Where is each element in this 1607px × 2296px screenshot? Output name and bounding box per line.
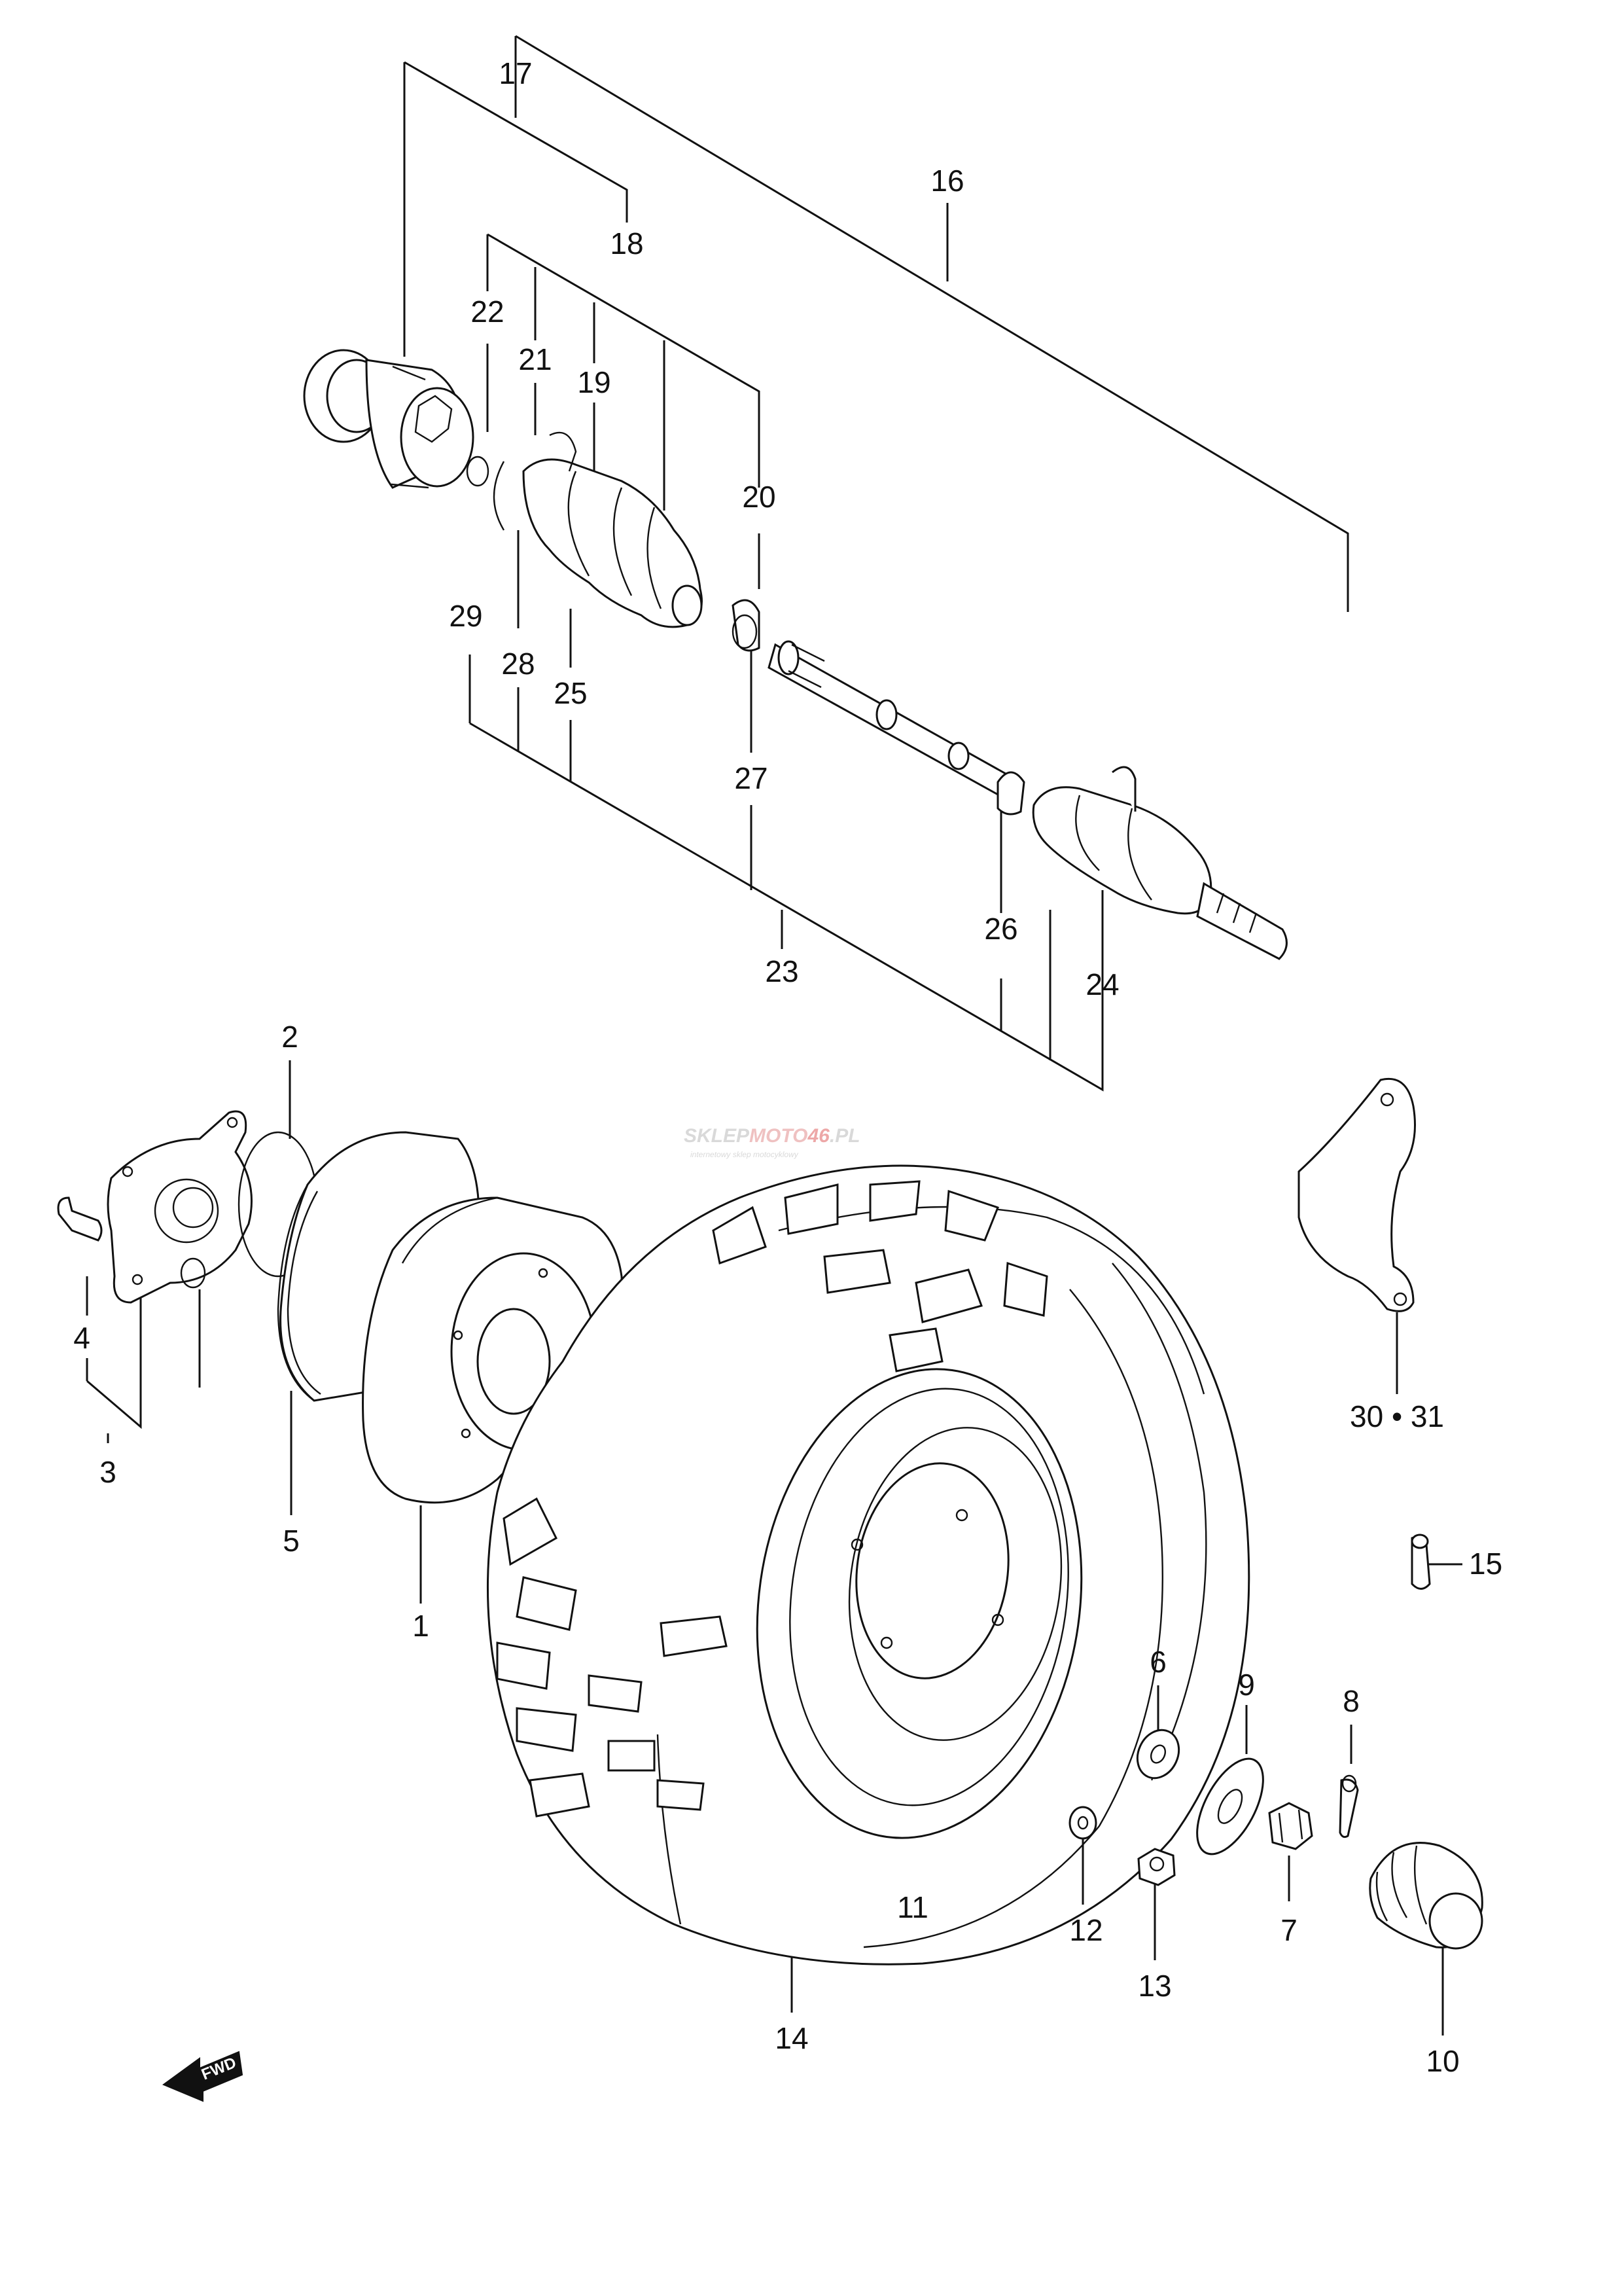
callout-25: 25 <box>554 676 587 710</box>
rim-11 <box>756 1368 1083 1839</box>
washer-9 <box>1196 1757 1264 1856</box>
nut-13 <box>1137 1848 1176 1886</box>
leader-20 <box>487 233 760 488</box>
wheel-tire-assembly <box>486 1164 1250 2013</box>
callout-6: 6 <box>1150 1645 1167 1679</box>
watermark-brand-c: 46 <box>807 1125 830 1147</box>
tread-lug <box>503 1497 557 1566</box>
callout-21: 21 <box>518 342 552 376</box>
drive-shaft-assembly <box>303 35 1349 1092</box>
callout-27: 27 <box>734 761 768 795</box>
watermark-brand-d: .PL <box>830 1125 860 1147</box>
fwd-arrow-icon: FWD <box>162 2051 243 2102</box>
ring-28 <box>493 461 505 531</box>
callout-15: 15 <box>1469 1547 1502 1581</box>
axle-stub <box>1196 882 1288 960</box>
tread-lug <box>496 1641 551 1690</box>
boot-clamp-27 <box>732 599 760 652</box>
tread-lug <box>529 1772 590 1818</box>
callout-5: 5 <box>283 1524 300 1558</box>
callout-30-31: 30 • 31 <box>1350 1399 1444 1433</box>
svg-text:SKLEPMOTO46.PL: SKLEPMOTO46.PL <box>684 1125 860 1147</box>
callout-1: 1 <box>412 1609 429 1643</box>
tread-lug <box>656 1779 705 1811</box>
hub-cap-10 <box>1369 1842 1483 1950</box>
callout-3: 3 <box>99 1455 116 1489</box>
brake-plate-assembly <box>57 1060 623 1604</box>
watermark-brand-a: SKLEP <box>684 1125 750 1147</box>
callout-10: 10 <box>1426 2044 1459 2078</box>
tread-lug <box>869 1180 921 1222</box>
hardware-group <box>1068 1077 1483 2036</box>
watermark-brand-b: MOTO <box>749 1125 807 1147</box>
callout-14: 14 <box>775 2021 808 2055</box>
callout-29: 29 <box>449 599 482 633</box>
watermark: SKLEPMOTO46.PL internetowy sklep motocyk… <box>684 1125 860 1159</box>
valve-stem-15 <box>1411 1534 1431 1590</box>
callout-12: 12 <box>1069 1913 1103 1947</box>
tread-lug <box>712 1206 767 1265</box>
tread-lug <box>784 1183 839 1235</box>
callout-19: 19 <box>577 365 610 399</box>
washer-12 <box>1068 1806 1097 1840</box>
tread-lug <box>823 1249 891 1294</box>
boot-outer <box>1032 766 1212 915</box>
cotter-pin-8 <box>1339 1774 1359 1839</box>
circlip-29 <box>466 456 489 487</box>
callout-11: 11 <box>897 1890 928 1924</box>
callout-9: 9 <box>1238 1668 1255 1702</box>
callout-16: 16 <box>930 164 964 198</box>
washer-6 <box>1136 1729 1180 1780</box>
callout-8: 8 <box>1343 1684 1360 1718</box>
callout-26: 26 <box>984 912 1017 946</box>
leader-3 <box>86 1263 142 1429</box>
bolt-4 <box>57 1196 103 1242</box>
callout-2: 2 <box>281 1020 298 1054</box>
callout-24: 24 <box>1086 967 1119 1001</box>
boot-clamp-26 <box>997 771 1025 816</box>
callout-20: 20 <box>742 480 775 514</box>
brake-backing-plate <box>107 1110 253 1304</box>
axle-shaft <box>768 640 1022 804</box>
callout-18: 18 <box>610 226 643 260</box>
tread-lug <box>915 1268 983 1323</box>
tread-lug <box>516 1576 577 1631</box>
tread-lug <box>1003 1261 1048 1317</box>
leader-16 <box>515 35 1349 612</box>
callout-22: 22 <box>470 295 504 329</box>
callout-23: 23 <box>765 954 798 988</box>
tread-lug <box>944 1189 999 1242</box>
tread-lug <box>660 1615 728 1657</box>
callout-4: 4 <box>73 1321 90 1355</box>
guard-plate-30 <box>1298 1077 1416 1312</box>
callout-17: 17 <box>499 56 532 90</box>
callout-13: 13 <box>1138 1969 1171 2003</box>
cv-joint-outer-housing <box>303 349 474 489</box>
tread-lug <box>516 1707 577 1752</box>
callout-7: 7 <box>1280 1913 1298 1947</box>
boot-inner <box>522 431 703 628</box>
tread-lug <box>588 1674 643 1713</box>
oring-32 <box>180 1257 206 1289</box>
callout-labels: 17 16 18 22 21 19 20 29 28 25 27 23 26 2… <box>73 56 1502 2078</box>
tread-lug <box>607 1740 656 1772</box>
castle-nut-7 <box>1268 1802 1313 1850</box>
leader-18 <box>404 61 628 223</box>
tread-lug <box>889 1327 944 1372</box>
callout-28: 28 <box>501 647 535 681</box>
watermark-tagline: internetowy sklep motocyklowy <box>690 1150 799 1159</box>
